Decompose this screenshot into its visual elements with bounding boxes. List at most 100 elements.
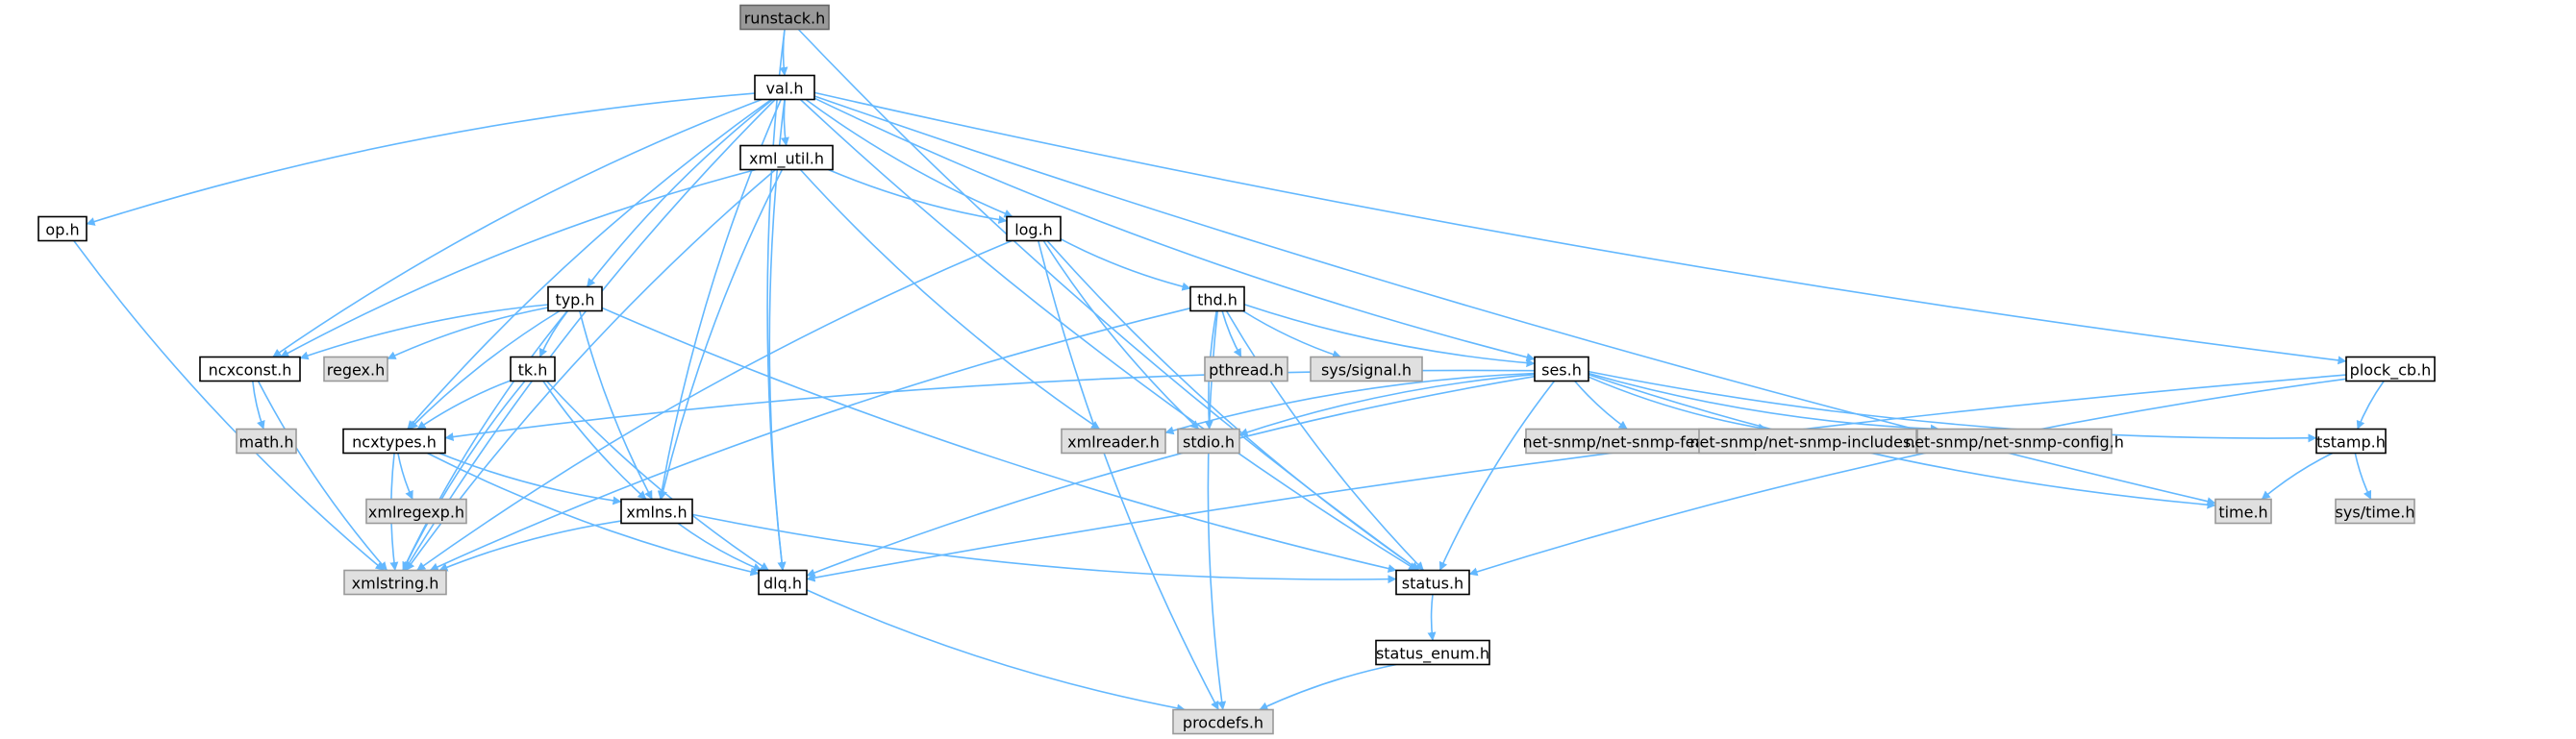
- node-runstack[interactable]: runstack.h: [739, 4, 830, 31]
- node-label: stdio.h: [1183, 433, 1235, 452]
- node-snmp-includes: net-snmp/net-snmp-includes.h: [1689, 428, 1926, 455]
- edge-xml_util-to-log: [828, 168, 1008, 224]
- edge-tk-to-xmlstring: [402, 380, 526, 571]
- edge-xmlns-to-status: [691, 513, 1397, 584]
- edge-typ-to-regex: [387, 307, 549, 360]
- node-op[interactable]: op.h: [38, 215, 88, 242]
- node-ses[interactable]: ses.h: [1534, 356, 1589, 382]
- edge-ncxconst-to-xmlstring: [257, 381, 388, 572]
- node-box: [1395, 569, 1470, 596]
- node-label: time.h: [2218, 504, 2267, 522]
- node-dlq[interactable]: dlq.h: [758, 569, 808, 596]
- node-status[interactable]: status.h: [1395, 569, 1470, 596]
- node-box: [2345, 356, 2436, 382]
- node-label: tstamp.h: [2316, 433, 2386, 452]
- edge-ses-to-dlq: [806, 375, 1536, 578]
- edge-val-to-log: [805, 98, 1013, 218]
- node-box: [754, 74, 815, 101]
- edge-tk-to-dlq: [546, 380, 769, 572]
- edge-ses-to-tstamp: [1588, 370, 2317, 443]
- node-label: ncxconst.h: [209, 361, 292, 380]
- edge-ncxconst-to-math: [252, 381, 265, 430]
- node-label: plock_cb.h: [2350, 361, 2432, 381]
- node-box: [1698, 428, 1917, 455]
- node-box: [2214, 498, 2272, 525]
- node-tstamp[interactable]: tstamp.h: [2315, 428, 2387, 455]
- node-xmlstring: xmlstring.h: [343, 569, 447, 596]
- edge-typ-to-tk: [538, 310, 569, 357]
- node-ncxconst[interactable]: ncxconst.h: [199, 356, 301, 382]
- node-box: [343, 569, 447, 596]
- node-ncxtypes[interactable]: ncxtypes.h: [342, 428, 446, 455]
- edge-plock_cb-to-dlq: [806, 374, 2347, 582]
- edge-plock_cb-to-status: [1468, 378, 2347, 577]
- edge-plock_cb-to-tstamp: [2356, 381, 2385, 430]
- node-label: xmlstring.h: [352, 575, 439, 593]
- edge-ses-to-xmlreader: [1164, 372, 1536, 435]
- node-log[interactable]: log.h: [1006, 215, 1062, 242]
- node-regex: regex.h: [323, 356, 388, 382]
- node-box: [1061, 428, 1166, 455]
- edge-thd-to-status: [1225, 310, 1425, 572]
- node-box: [1375, 639, 1490, 666]
- edge-ses-to-stdio: [1238, 373, 1536, 437]
- edge-thd-to-ses: [1243, 303, 1536, 368]
- node-box: [1006, 215, 1062, 242]
- node-label: xmlregexp.h: [368, 504, 464, 522]
- node-label: runstack.h: [744, 10, 826, 28]
- node-label: log.h: [1014, 221, 1053, 239]
- node-label: procdefs.h: [1183, 714, 1263, 732]
- edge-val-to-ncxconst: [272, 98, 763, 358]
- node-syssignal: sys/signal.h: [1310, 356, 1423, 382]
- node-plock-cb[interactable]: plock_cb.h: [2345, 356, 2436, 382]
- node-tk[interactable]: tk.h: [510, 356, 556, 382]
- node-val[interactable]: val.h: [754, 74, 815, 101]
- node-thd[interactable]: thd.h: [1189, 285, 1245, 312]
- node-typ[interactable]: typ.h: [547, 285, 603, 312]
- node-box: [1916, 428, 2113, 455]
- node-math: math.h: [236, 428, 297, 455]
- node-stdio: stdio.h: [1177, 428, 1240, 455]
- edge-typ-to-xmlns: [579, 310, 653, 500]
- node-label: pthread.h: [1209, 361, 1284, 380]
- node-box: [323, 356, 388, 382]
- edge-tk-to-ncxtypes: [416, 380, 512, 431]
- edge-thd-to-syssignal: [1242, 309, 1341, 359]
- node-label: regex.h: [327, 361, 385, 380]
- edge-val-to-op: [86, 92, 756, 226]
- node-label: ses.h: [1541, 361, 1582, 380]
- node-label: dlq.h: [763, 575, 802, 593]
- node-label: xmlreader.h: [1067, 433, 1160, 452]
- node-systime: sys/time.h: [2335, 498, 2415, 525]
- node-box: [342, 428, 446, 455]
- node-label: tk.h: [518, 361, 548, 380]
- node-status-enum[interactable]: status_enum.h: [1375, 639, 1490, 666]
- node-label: val.h: [766, 80, 804, 98]
- node-pthread: pthread.h: [1204, 356, 1288, 382]
- edge-xml_util-to-xmlreader: [799, 168, 1101, 431]
- node-box: [1204, 356, 1288, 382]
- node-xml-util[interactable]: xml_util.h: [739, 144, 834, 171]
- node-box: [739, 4, 830, 31]
- node-snmp-config: net-snmp/net-snmp-config.h: [1905, 428, 2124, 455]
- edge-log-to-xmlstring: [416, 239, 1013, 572]
- edge-ncxtypes-to-xmlns: [438, 452, 622, 505]
- node-label: typ.h: [555, 291, 594, 309]
- node-box: [199, 356, 301, 382]
- node-box: [38, 215, 88, 242]
- node-box: [547, 285, 603, 312]
- edge-dlq-to-procdefs: [806, 589, 1186, 713]
- edge-thd-to-xmlstring: [429, 307, 1191, 572]
- edge-status-to-status_enum: [1427, 594, 1437, 641]
- edge-xml_util-to-xmlns: [659, 169, 784, 500]
- edge-log-to-stdio: [1042, 240, 1200, 431]
- node-label: status.h: [1402, 575, 1463, 593]
- node-xmlns[interactable]: xmlns.h: [620, 498, 693, 525]
- edge-val-to-plock_cb: [813, 91, 2347, 365]
- node-box: [365, 498, 467, 525]
- edge-tk-to-xmlns: [542, 381, 647, 501]
- node-box: [1172, 708, 1274, 735]
- node-box: [1177, 428, 1240, 455]
- edge-ses-to-snmp_features: [1574, 380, 1628, 431]
- node-box: [2335, 498, 2415, 525]
